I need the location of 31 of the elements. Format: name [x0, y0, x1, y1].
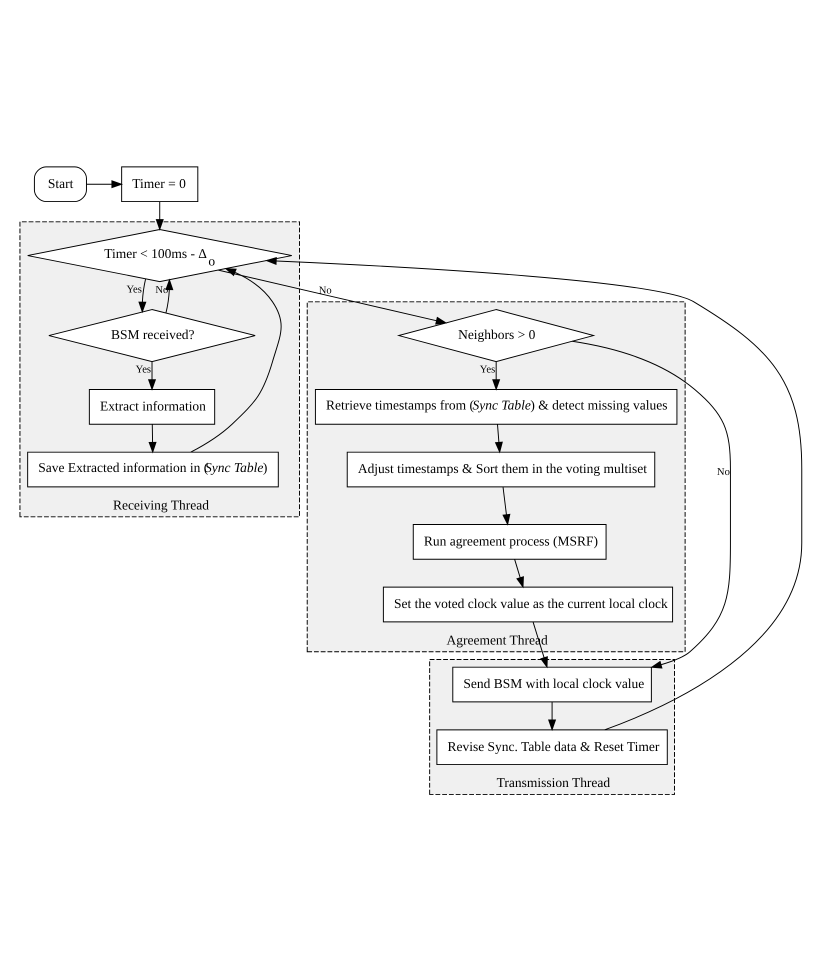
arrow — [156, 200, 164, 230]
edge-label: No — [318, 284, 332, 296]
node-diamond: BSM received? — [48, 308, 256, 362]
arrow — [265, 256, 802, 730]
node-box: Timer = 0 — [121, 166, 198, 202]
arrow — [494, 423, 503, 453]
node-box: Run agreement process (MSRF) — [412, 524, 607, 560]
node-box: Adjust timestamps & Sort them in the voting multiset — [346, 451, 656, 487]
node-box: Retrieve timestamps from (Sync Table) & detect missing values — [314, 388, 678, 424]
arrow — [138, 278, 146, 313]
arrow — [218, 269, 448, 324]
arrow — [514, 558, 524, 588]
node-box: Extract information — [88, 388, 216, 424]
arrow — [572, 340, 731, 668]
arrow — [165, 278, 174, 313]
arrow — [502, 486, 510, 526]
arrow — [190, 268, 282, 452]
arrow — [148, 361, 156, 390]
node-box: Send BSM with local clock value — [452, 666, 652, 702]
node-box: Set the voted clock value as the current local clock — [382, 586, 674, 622]
node-box: Revise Sync. Table data & Reset Timer — [436, 728, 668, 765]
arrow — [86, 180, 124, 188]
node-diamond: Neighbors > 0 — [396, 308, 596, 362]
node-box: Start — [34, 166, 87, 202]
edge-label: No — [716, 466, 730, 478]
edge-label: Yes — [126, 284, 142, 295]
arrow — [148, 423, 157, 453]
edge-label: Yes — [480, 364, 496, 376]
arrow — [492, 361, 500, 390]
arrow — [548, 701, 556, 731]
edge-label: Yes — [136, 364, 152, 376]
